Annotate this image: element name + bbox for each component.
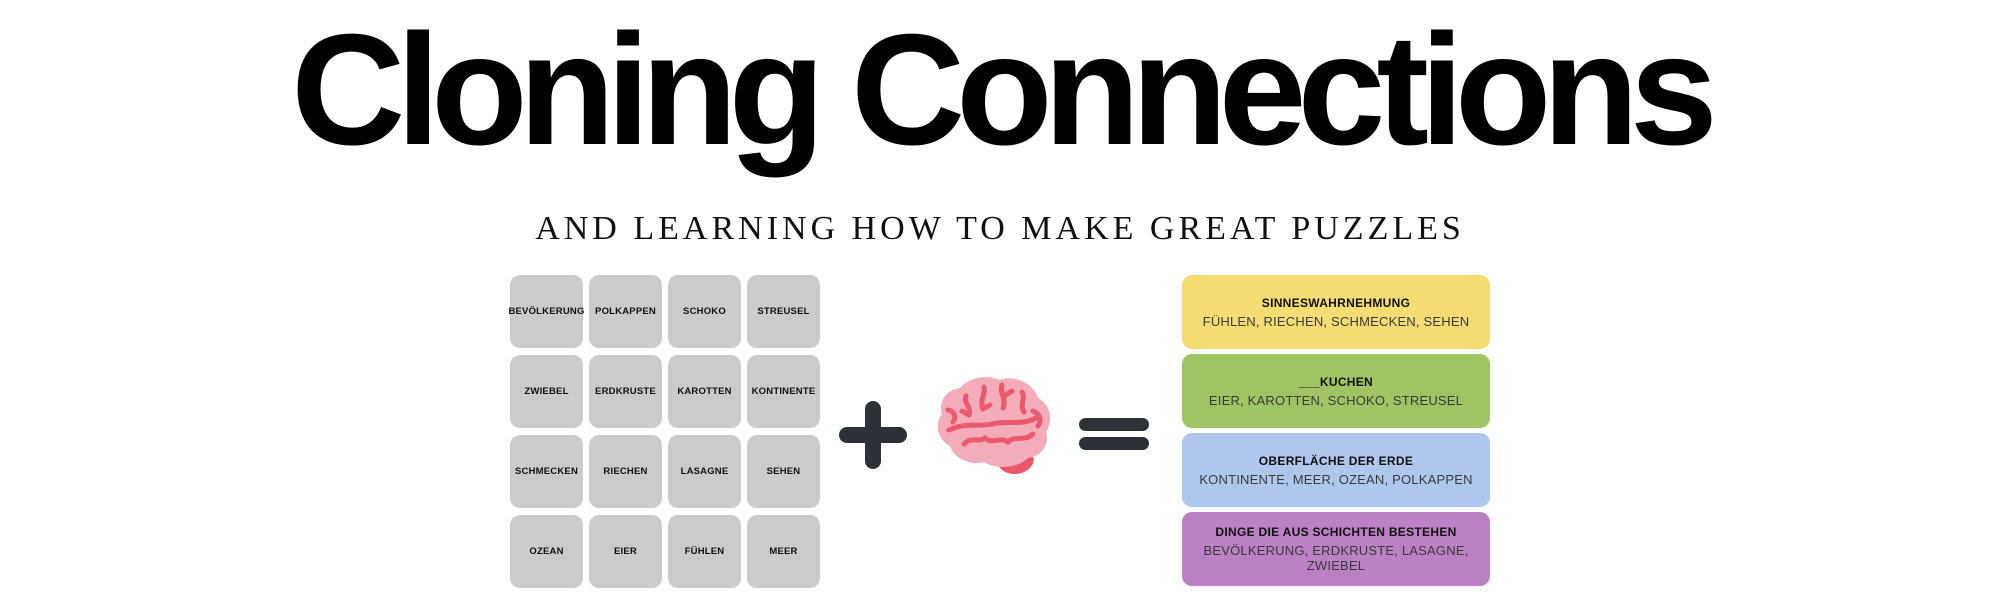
word-tile[interactable]: RIECHEN bbox=[589, 435, 662, 508]
word-tile[interactable]: SCHMECKEN bbox=[510, 435, 583, 508]
word-tile[interactable]: STREUSEL bbox=[747, 275, 820, 348]
answer-groups: SINNESWAHRNEHMUNG FÜHLEN, RIECHEN, SCHME… bbox=[1182, 275, 1490, 586]
group-title: DINGE DIE AUS SCHICHTEN BESTEHEN bbox=[1215, 525, 1457, 539]
word-tile[interactable]: OZEAN bbox=[510, 515, 583, 588]
group-words: EIER, KAROTTEN, SCHOKO, STREUSEL bbox=[1208, 392, 1464, 408]
answer-group-purple: DINGE DIE AUS SCHICHTEN BESTEHEN BEVÖLKE… bbox=[1182, 512, 1490, 586]
group-words: KONTINENTE, MEER, OZEAN, POLKAPPEN bbox=[1199, 471, 1473, 487]
page-title: Cloning Connections bbox=[291, 2, 1718, 178]
word-tile[interactable]: EIER bbox=[589, 515, 662, 588]
word-tile[interactable]: MEER bbox=[747, 515, 820, 588]
word-tile[interactable]: SEHEN bbox=[747, 435, 820, 508]
word-tile[interactable]: BEVÖLKERUNG bbox=[508, 275, 584, 348]
page-subtitle: AND LEARNING HOW TO MAKE GREAT PUZZLES bbox=[535, 210, 1465, 247]
group-title: SINNESWAHRNEHMUNG bbox=[1261, 295, 1411, 310]
puzzle-grid: BEVÖLKERUNG POLKAPPEN SCHOKO STREUSEL ZW… bbox=[508, 275, 820, 588]
word-tile[interactable]: SCHOKO bbox=[668, 275, 741, 348]
word-tile[interactable]: ZWIEBEL bbox=[510, 355, 583, 428]
brain-icon bbox=[936, 374, 1064, 478]
group-words: FÜHLEN, RIECHEN, SCHMECKEN, SEHEN bbox=[1202, 313, 1470, 329]
word-tile[interactable]: LASAGNE bbox=[668, 435, 741, 508]
group-words: BEVÖLKERUNG, ERDKRUSTE, LASAGNE, ZWIEBEL bbox=[1203, 543, 1469, 573]
equals-icon bbox=[1079, 417, 1149, 450]
answer-group-yellow: SINNESWAHRNEHMUNG FÜHLEN, RIECHEN, SCHME… bbox=[1182, 275, 1490, 349]
word-tile[interactable]: POLKAPPEN bbox=[589, 275, 662, 348]
word-tile[interactable]: FÜHLEN bbox=[668, 515, 741, 588]
word-tile[interactable]: ERDKRUSTE bbox=[589, 355, 662, 428]
group-title: ___KUCHEN bbox=[1298, 374, 1374, 389]
word-tile[interactable]: KAROTTEN bbox=[668, 355, 741, 428]
group-title: OBERFLÄCHE DER ERDE bbox=[1258, 453, 1414, 468]
answer-group-blue: OBERFLÄCHE DER ERDE KONTINENTE, MEER, OZ… bbox=[1182, 433, 1490, 507]
plus-icon bbox=[835, 397, 911, 473]
word-tile[interactable]: KONTINENTE bbox=[747, 355, 820, 428]
answer-group-green: ___KUCHEN EIER, KAROTTEN, SCHOKO, STREUS… bbox=[1182, 354, 1490, 428]
